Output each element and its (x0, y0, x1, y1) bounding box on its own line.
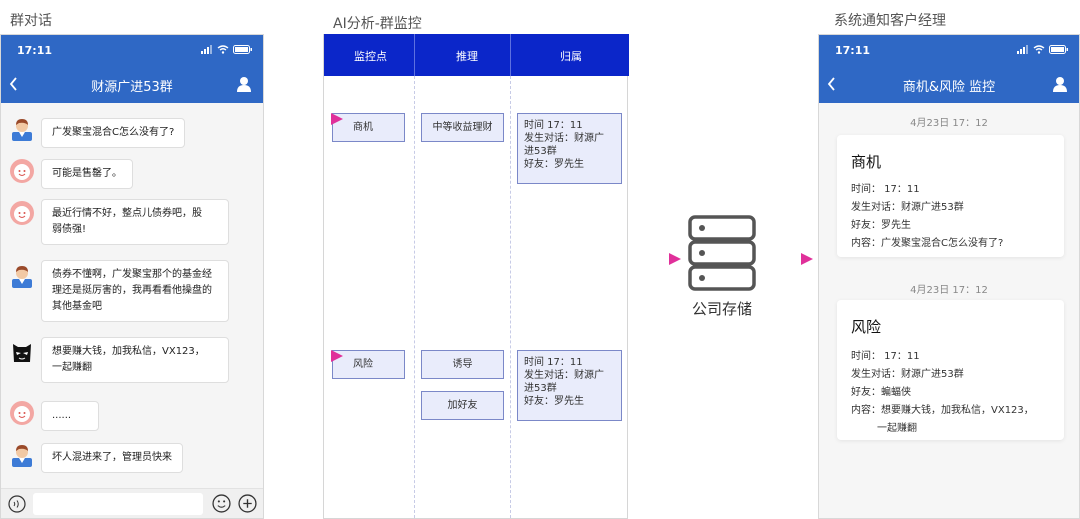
status-icons (1017, 45, 1069, 54)
notification-card-risk[interactable]: 风险 时间： 17：11 发生对话：财源广进53群 好友：蝙蝠侠 内容：想要赚大… (837, 300, 1064, 440)
pink-user-icon (10, 201, 34, 225)
card-line: 好友：罗先生 (851, 220, 911, 231)
signal-icon (201, 45, 212, 54)
owner-line: 发生对话：财源广 (524, 370, 604, 381)
chat-input-bar (1, 488, 263, 518)
reasoning-cell: 加好友 (421, 391, 504, 420)
message-line: 最近行情不好，整点儿债券吧，股 (52, 208, 202, 219)
wifi-icon (217, 45, 229, 54)
owner-line: 时间 17：11 (524, 357, 583, 368)
status-time: 17:11 (17, 44, 53, 57)
pink-user-icon (10, 401, 34, 425)
header-monitor-point: 监控点 (354, 50, 387, 63)
group-members-icon[interactable] (237, 76, 251, 96)
message-line: 理还是挺厉害的，我再看看他操盘的 (52, 285, 212, 296)
card-line: 一起赚翻 (877, 423, 917, 434)
back-icon[interactable] (827, 76, 837, 96)
black-mask-icon (13, 344, 31, 362)
male-user-icon (12, 445, 32, 467)
status-bar: 17:11 (1, 35, 263, 67)
owner-line: 发生对话：财源广 (524, 133, 604, 144)
card-line: 时间： 17：11 (851, 184, 920, 195)
pink-user-icon (10, 159, 34, 183)
reasoning-cell: 中等收益理财 (421, 113, 504, 142)
profile-icon[interactable] (1053, 76, 1067, 96)
section-title-analysis: AI分析-群监控 (333, 16, 422, 32)
message-bubble: 最近行情不好，整点儿债券吧，股 弱债强! (41, 199, 229, 245)
message-line: 想要赚大钱，加我私信，VX123， (52, 346, 205, 357)
notify-phone: 17:11 商机&风险 监控 (818, 34, 1080, 519)
section-title-chat: 群对话 (10, 13, 52, 29)
message-bubble: 债券不懂啊，广发聚宝那个的基金经 理还是挺厉害的，我再看看他操盘的 其他基金吧 (41, 260, 229, 322)
reasoning-cell: 诱导 (421, 350, 504, 379)
status-time: 17:11 (835, 44, 871, 57)
battery-icon (233, 45, 252, 54)
owner-line: 进53群 (524, 383, 557, 394)
card-line: 发生对话：财源广进53群 (851, 369, 964, 380)
message-input[interactable] (33, 493, 203, 515)
message-bubble: 想要赚大钱，加我私信，VX123， 一起赚翻 (41, 337, 229, 383)
card-line: 内容：广发聚宝混合C怎么没有了? (851, 238, 1004, 249)
table-header: 监控点 推理 归属 (324, 34, 629, 76)
message-bubble: ...... (41, 401, 99, 431)
owner-line: 好友：罗先生 (524, 396, 584, 407)
chat-phone: 17:11 财源广进53群 广发聚宝混合C怎么没有了? (0, 34, 264, 519)
chat-title: 财源广进53群 (91, 80, 173, 95)
wifi-icon (1033, 45, 1045, 54)
analysis-table: 监控点 推理 归属 商机 中等收益理财 时间 17：11 发生对话：财源广 进5… (323, 34, 629, 519)
message-line: 债券不懂啊，广发聚宝那个的基金经 (52, 269, 212, 280)
status-icons (201, 45, 253, 54)
header-owner: 归属 (560, 50, 582, 63)
card-line: 内容：想要赚大钱，加我私信，VX123， (851, 405, 1034, 416)
header-reasoning: 推理 (456, 50, 478, 63)
section-title-notify: 系统通知客户经理 (834, 13, 946, 29)
storage-label: 公司存储 (692, 300, 753, 318)
owner-cell: 时间 17：11 发生对话：财源广 进53群 好友：罗先生 (517, 113, 622, 184)
owner-line: 时间 17：11 (524, 120, 583, 131)
battery-icon (1049, 45, 1068, 54)
add-icon[interactable] (238, 494, 257, 513)
status-bar: 17:11 (819, 35, 1079, 67)
notification-card-opportunity[interactable]: 商机 时间： 17：11 发生对话：财源广进53群 好友：罗先生 内容：广发聚宝… (837, 135, 1064, 257)
card-line: 发生对话：财源广进53群 (851, 202, 964, 213)
male-user-icon (12, 119, 32, 141)
message-line: 一起赚翻 (52, 362, 92, 373)
back-icon[interactable] (9, 76, 19, 96)
monitor-point-risk: 风险 (332, 350, 405, 379)
card-line: 时间： 17：11 (851, 351, 920, 362)
message-bubble: 坏人混进来了，管理员快来 (41, 443, 183, 473)
server-icon (688, 215, 756, 291)
message-bubble: 广发聚宝混合C怎么没有了? (41, 118, 186, 148)
notification-date: 4月23日 17：12 (910, 285, 988, 296)
male-user-icon (12, 266, 32, 288)
signal-icon (1017, 45, 1028, 54)
monitor-point-opportunity: 商机 (332, 113, 405, 142)
notification-date: 4月23日 17：12 (910, 118, 988, 129)
chat-nav-bar: 财源广进53群 (1, 67, 263, 103)
owner-cell: 时间 17：11 发生对话：财源广 进53群 好友：罗先生 (517, 350, 622, 421)
message-bubble: 可能是售罄了。 (41, 159, 133, 189)
message-line: 其他基金吧 (52, 301, 102, 312)
owner-line: 进53群 (524, 146, 557, 157)
notify-title: 商机&风险 监控 (902, 80, 996, 95)
message-line: 弱债强! (52, 224, 87, 235)
card-title: 风险 (851, 318, 882, 336)
notify-nav-bar: 商机&风险 监控 (819, 67, 1079, 103)
owner-line: 好友：罗先生 (524, 159, 584, 170)
card-title: 商机 (851, 153, 882, 171)
emoji-icon[interactable] (212, 494, 231, 513)
card-line: 好友：蝙蝠侠 (851, 387, 911, 398)
voice-icon[interactable] (8, 495, 26, 513)
